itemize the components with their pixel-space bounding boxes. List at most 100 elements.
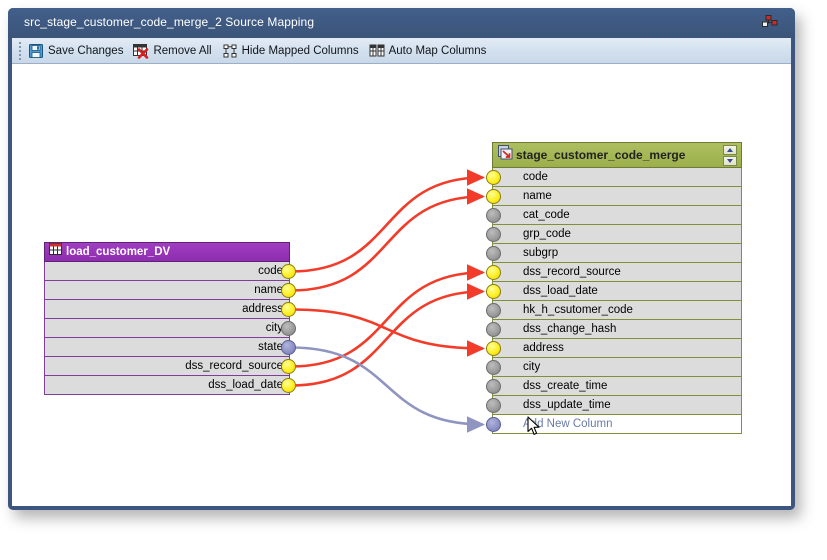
target-column-name: dss_record_source — [523, 266, 621, 278]
save-changes-label: Save Changes — [48, 44, 124, 57]
mapping-icon — [761, 14, 779, 32]
auto-map-columns-button[interactable]: Auto Map Columns — [366, 40, 494, 62]
source-column-row[interactable]: dss_record_source — [44, 357, 296, 376]
target-connector-dot[interactable] — [486, 303, 501, 318]
source-column-row[interactable]: dss_load_date — [44, 376, 296, 395]
source-column-name: address — [242, 303, 283, 315]
scroll-up-arrow[interactable] — [723, 145, 737, 155]
target-connector-dot[interactable] — [486, 170, 501, 185]
target-table[interactable]: stage_customer_code_merge code name cat_co… — [486, 142, 742, 434]
window-title: src_stage_customer_code_merge_2 Source M… — [24, 15, 315, 29]
target-column-name: subgrp — [523, 247, 559, 259]
source-column-row[interactable]: address — [44, 300, 296, 319]
target-column-row[interactable]: dss_create_time — [486, 377, 742, 396]
source-connector-dot[interactable] — [281, 378, 296, 393]
source-column-name: name — [254, 284, 283, 296]
source-column-name: city — [265, 322, 283, 334]
mapping-connector[interactable] — [290, 308, 486, 357]
target-connector-dot[interactable] — [486, 227, 501, 242]
remove-all-label: Remove All — [153, 44, 212, 57]
remove-all-icon — [133, 43, 149, 59]
target-column-row[interactable]: grp_code — [486, 225, 742, 244]
auto-map-columns-label: Auto Map Columns — [388, 44, 487, 57]
target-connector-dot[interactable] — [486, 379, 501, 394]
target-column-row[interactable]: hk_h_csutomer_code — [486, 301, 742, 320]
save-disk-icon — [28, 43, 44, 59]
target-column-row[interactable]: city — [486, 358, 742, 377]
toolbar: Save Changes Remove All — [12, 38, 791, 64]
mapping-connector[interactable] — [290, 264, 486, 368]
mapping-connector[interactable] — [290, 188, 486, 292]
target-column-name: name — [523, 190, 552, 202]
auto-map-icon — [369, 43, 385, 59]
target-column-row[interactable]: code — [486, 168, 742, 187]
source-column-row[interactable]: state — [44, 338, 296, 357]
target-column-row[interactable]: cat_code — [486, 206, 742, 225]
source-column-name: state — [258, 341, 283, 353]
target-column-name: code — [523, 171, 548, 183]
mouse-pointer — [527, 416, 543, 438]
target-connector-dot[interactable] — [486, 189, 501, 204]
scroll-down-arrow[interactable] — [723, 156, 737, 166]
source-column-row[interactable]: code — [44, 262, 296, 281]
source-column-row[interactable]: name — [44, 281, 296, 300]
source-connector-dot[interactable] — [281, 302, 296, 317]
target-connector-dot[interactable] — [486, 360, 501, 375]
target-scroll-spinner[interactable] — [723, 145, 737, 167]
target-connector-dot[interactable] — [486, 284, 501, 299]
toolbar-grip[interactable] — [16, 41, 23, 60]
remove-all-button[interactable]: Remove All — [130, 40, 218, 62]
source-connector-dot[interactable] — [281, 359, 296, 374]
target-connector-dot[interactable] — [486, 208, 501, 223]
target-column-row[interactable]: dss_load_date — [486, 282, 742, 301]
mapping-canvas[interactable]: load_customer_DV code name address city stat… — [12, 64, 791, 506]
target-connector-dot[interactable] — [486, 398, 501, 413]
add-new-column-label: Add New Column — [523, 418, 613, 430]
source-column-row[interactable]: city — [44, 319, 296, 338]
target-column-row[interactable]: subgrp — [486, 244, 742, 263]
add-new-column-row[interactable]: Add New Column — [486, 415, 742, 434]
target-column-name: dss_change_hash — [523, 323, 617, 335]
target-column-row[interactable]: address — [486, 339, 742, 358]
source-column-list: code name address city state dss_record_sourc… — [44, 262, 296, 395]
hide-mapped-icon — [222, 43, 238, 59]
mapping-connector[interactable] — [290, 346, 486, 433]
target-connector-dot[interactable] — [486, 246, 501, 261]
paste-target-icon — [498, 145, 513, 165]
source-table-header[interactable]: load_customer_DV — [44, 242, 290, 262]
hide-mapped-columns-label: Hide Mapped Columns — [241, 44, 359, 57]
target-column-name: dss_load_date — [523, 285, 598, 297]
source-connector-dot[interactable] — [281, 264, 296, 279]
source-table[interactable]: load_customer_DV code name address city stat… — [44, 242, 296, 395]
target-column-name: address — [523, 342, 564, 354]
hide-mapped-columns-button[interactable]: Hide Mapped Columns — [219, 40, 366, 62]
mapping-connectors — [290, 169, 486, 433]
target-column-row[interactable]: dss_change_hash — [486, 320, 742, 339]
target-column-row[interactable]: dss_update_time — [486, 396, 742, 415]
source-connector-dot[interactable] — [281, 340, 296, 355]
window-titlebar: src_stage_customer_code_merge_2 Source M… — [8, 8, 795, 38]
table-icon — [49, 243, 62, 261]
source-connector-dot[interactable] — [281, 283, 296, 298]
target-column-row[interactable]: dss_record_source — [486, 263, 742, 282]
target-column-name: dss_update_time — [523, 399, 611, 411]
mapping-connector[interactable] — [290, 283, 486, 387]
save-changes-button[interactable]: Save Changes — [25, 40, 130, 62]
target-column-name: hk_h_csutomer_code — [523, 304, 633, 316]
source-table-name: load_customer_DV — [66, 246, 171, 258]
target-column-name: grp_code — [523, 228, 571, 240]
target-connector-dot[interactable] — [486, 417, 501, 432]
target-column-name: cat_code — [523, 209, 570, 221]
target-connector-dot[interactable] — [486, 322, 501, 337]
target-column-name: city — [523, 361, 541, 373]
target-connector-dot[interactable] — [486, 265, 501, 280]
source-connector-dot[interactable] — [281, 321, 296, 336]
target-column-row[interactable]: name — [486, 187, 742, 206]
mapping-connector[interactable] — [290, 169, 486, 273]
source-mapping-window: src_stage_customer_code_merge_2 Source M… — [8, 8, 795, 510]
target-connector-dot[interactable] — [486, 341, 501, 356]
source-column-name: dss_record_source — [185, 360, 283, 372]
target-table-header[interactable]: stage_customer_code_merge — [492, 142, 742, 168]
source-column-name: dss_load_date — [208, 379, 283, 391]
